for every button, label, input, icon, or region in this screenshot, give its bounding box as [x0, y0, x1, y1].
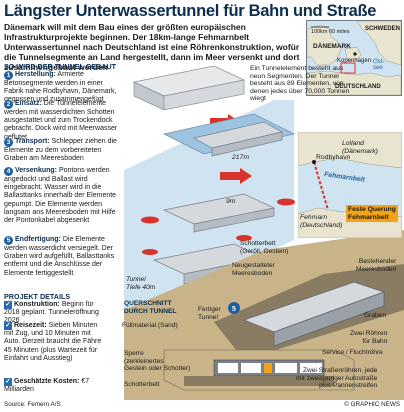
- cross-section-heading: QUERSCHNITT DURCH TUNNEL: [124, 300, 177, 315]
- map-label-fehmarn: Fehmarn (Deutschland): [300, 214, 343, 229]
- project-traveltime: ✓Reisezeit: Sieben Minuten mit Zug, und …: [4, 322, 108, 363]
- project-text: Beginn für 2018 geplant. Tunneleröffnung…: [4, 301, 99, 325]
- map-label-rodbyhavn: Rodbyhavn: [316, 154, 351, 161]
- bed-label: Schotterbett: [124, 381, 160, 388]
- rail-tube-icon: [218, 363, 238, 373]
- overview-map: 100km 60 miles SCHWEDEN DÄNEMARK Kopenha…: [306, 20, 402, 96]
- new-seabed-label: Neugestalteter Meeresboden: [232, 262, 275, 277]
- step-heading: Endfertigung:: [15, 236, 61, 243]
- step-number: 1: [4, 71, 13, 80]
- service-tube-icon: [264, 363, 272, 373]
- step-number: 4: [4, 167, 13, 176]
- step-heading: Einsatz:: [15, 100, 42, 107]
- project-construction: ✓Konstruktion: Beginn für 2018 geplant. …: [4, 301, 108, 326]
- checkbox-icon: ✓: [4, 301, 12, 309]
- checkbox-icon: ✓: [4, 378, 12, 386]
- towed-element-side: [193, 207, 275, 233]
- step-text: Armierte Betonsegmente werden in einer F…: [4, 71, 117, 104]
- installed-element-side: [273, 291, 385, 347]
- step-heading: Transport:: [15, 138, 50, 145]
- tugboat-icon: [141, 216, 159, 224]
- rail-tube-icon: [241, 363, 261, 373]
- map-label-denmark: DÄNEMARK: [313, 43, 351, 50]
- road-tubes-label: Zwei Straßenröhren, jede mit zweispurige…: [296, 367, 378, 390]
- depth-label: Tunnel Tiefe 40m: [126, 276, 156, 291]
- gravel-bed: [184, 376, 334, 386]
- rodbyhavn-marker: [312, 160, 316, 164]
- overview-map-graphic: [307, 21, 401, 95]
- tunnel-element-side: [211, 131, 283, 157]
- how-built-heading: SO WIRD DER TUNNEL GEBAUT: [4, 62, 117, 71]
- map-scale: 100km 60 miles: [311, 29, 350, 35]
- project-text: Sieben Minuten mit Zug, und 10 Minuten m…: [4, 322, 102, 362]
- step-text: Schlepper ziehen die Elemente zu dem vor…: [4, 138, 117, 163]
- map-label-germany: DEUTSCHLAND: [335, 84, 381, 90]
- tugboat-icon: [277, 198, 295, 206]
- existing-seabed-label: Bestehender Meeresboden: [356, 258, 397, 273]
- project-cost: ✓Geschätzte Kosten: €7 Milliarden: [4, 378, 108, 394]
- dimension-217m: 217m: [232, 154, 250, 161]
- project-text: €7 Milliarden: [4, 378, 90, 394]
- project-heading: Konstruktion:: [14, 301, 60, 308]
- step-5-marker: [228, 302, 240, 314]
- source-note: Source: Femern A/S: [4, 401, 61, 408]
- segment-front: [163, 79, 245, 111]
- rail-tubes-label: Zwei Röhren für Bahn: [350, 330, 388, 345]
- svg-text:5: 5: [232, 306, 236, 313]
- pontoon-icon: [236, 235, 252, 241]
- arrow-icon: [220, 168, 252, 184]
- step-heading: Herstellung:: [15, 71, 56, 78]
- dimension-9m: 9m: [226, 198, 236, 205]
- project-heading: Reisezeit:: [14, 322, 47, 329]
- project-heading: Geschätzte Kosten:: [14, 378, 80, 385]
- road-tube-icon: [300, 363, 322, 373]
- project-details-heading: PROJEKT DETAILS: [4, 292, 71, 301]
- page-title: Längster Unterwassertunnel für Bahn und …: [4, 2, 377, 20]
- barrier-label: Sperre (zerkleinertes Gestein oder Schot…: [124, 350, 191, 373]
- fixed-link-label: Feste Querung Fehmarnbelt: [346, 205, 398, 223]
- step-text: Pontons werden angedockt und Ballast wir…: [4, 167, 117, 225]
- construction-illustration: 5: [124, 65, 404, 400]
- step-text: Die Tunnelelemente werden mit wasserdich…: [4, 100, 118, 141]
- finished-tunnel-label: Fertiger Tunnel: [198, 306, 221, 321]
- pontoon-icon: [142, 249, 158, 255]
- step-number: 2: [4, 100, 13, 109]
- map-label-sweden: SCHWEDEN: [365, 26, 401, 32]
- copyright: © GRAPHIC NEWS: [344, 401, 400, 408]
- road-tube-icon: [275, 363, 297, 373]
- fill-label: Füllmaterial (Sand): [122, 322, 178, 329]
- map-label-ostsee: Ost- see: [373, 59, 385, 71]
- tunnel-route: [313, 161, 329, 211]
- element-note: Ein Tunnelelement besteht aus neun Segme…: [250, 65, 350, 103]
- gravel-stone-label: Schotterbett (Geröll, Gestein): [240, 240, 289, 255]
- service-tube-label: Service / Fluchtröhre: [322, 349, 383, 356]
- intro-text: Dänemark will mit dem Bau eines der größ…: [4, 22, 300, 72]
- step-heading: Versenkung:: [15, 167, 58, 174]
- map-label-copenhagen: Kopenhagen: [337, 58, 372, 64]
- map-label-lolland: Lolland (Dänemark): [342, 140, 378, 155]
- step-number: 3: [4, 138, 13, 147]
- step-number: 5: [4, 236, 13, 245]
- trench-label: Graben: [364, 312, 386, 319]
- step-text: Die Elemente werden wasserdicht versiege…: [4, 236, 115, 277]
- checkbox-icon: ✓: [4, 322, 12, 330]
